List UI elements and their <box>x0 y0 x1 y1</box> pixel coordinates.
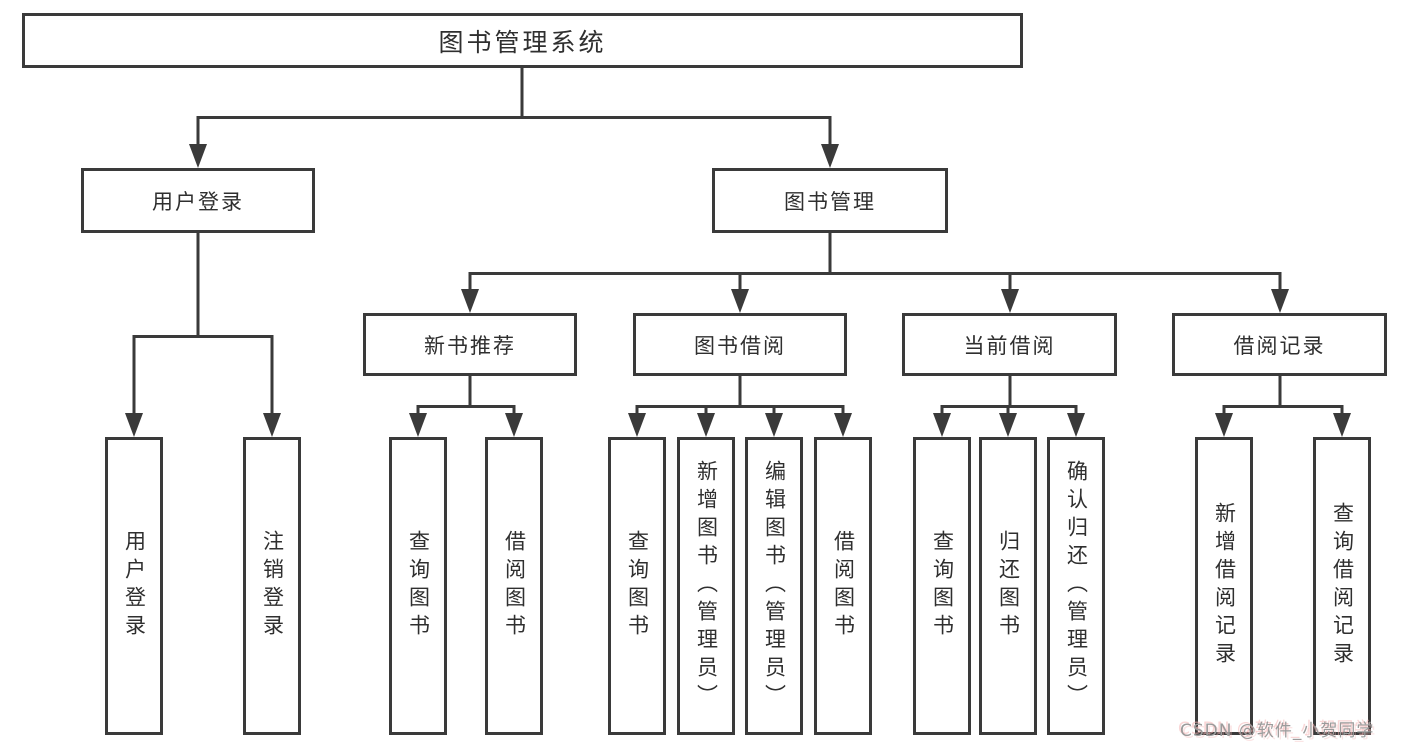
node-label: 查询借阅记录 <box>1330 502 1355 670</box>
leaf-query-book: 查询图书 <box>608 437 666 735</box>
arrowhead-icon <box>821 144 839 168</box>
node-label: 查询图书 <box>406 530 431 642</box>
arrowhead-icon <box>933 413 951 437</box>
edge-current-borrow-to-leaves <box>940 374 1078 418</box>
node-label: 确认归还（管理员） <box>1064 460 1089 712</box>
node-label: 图书管理 <box>784 189 876 214</box>
node-library-system: 图书管理系统 <box>22 13 1023 68</box>
leaf-add-borrow-record: 新增借阅记录 <box>1195 437 1253 735</box>
leaf-query-current-book: 查询图书 <box>913 437 971 735</box>
arrowhead-icon <box>461 289 479 313</box>
arrowhead-icon <box>1333 413 1351 437</box>
leaf-query-book-recommend: 查询图书 <box>389 437 447 735</box>
arrowhead-icon <box>1067 413 1085 437</box>
arrowhead-icon <box>409 413 427 437</box>
arrowhead-icon <box>189 144 207 168</box>
edge-borrow-record-to-leaves <box>1222 374 1344 418</box>
node-label: 查询图书 <box>625 530 650 642</box>
node-new-book-recommend: 新书推荐 <box>363 313 577 376</box>
leaf-borrow-book-recommend: 借阅图书 <box>485 437 543 735</box>
arrowhead-icon <box>1215 413 1233 437</box>
node-label: 新增图书（管理员） <box>694 460 719 712</box>
edge-book-mgmt-to-level3 <box>468 231 1282 295</box>
node-label: 当前借阅 <box>963 333 1056 358</box>
arrowhead-icon <box>731 289 749 313</box>
arrowhead-icon <box>765 413 783 437</box>
leaf-borrow-book: 借阅图书 <box>814 437 872 735</box>
arrowhead-icon <box>697 413 715 437</box>
node-book-borrow: 图书借阅 <box>633 313 847 376</box>
node-label: 图书借阅 <box>694 333 786 358</box>
node-user-login: 用户登录 <box>81 168 315 233</box>
edge-new-book-to-leaves <box>416 374 516 418</box>
node-label: 注销登录 <box>260 530 285 642</box>
node-borrow-records: 借阅记录 <box>1172 313 1387 376</box>
leaf-confirm-return-admin: 确认归还（管理员） <box>1047 437 1105 735</box>
arrowhead-icon <box>834 413 852 437</box>
arrowhead-icon <box>263 413 281 437</box>
node-label: 归还图书 <box>996 530 1021 642</box>
node-label: 编辑图书（管理员） <box>762 460 787 712</box>
arrowhead-icon <box>628 413 646 437</box>
arrowhead-icon <box>505 413 523 437</box>
arrowhead-icon <box>1001 289 1019 313</box>
node-label: 查询图书 <box>930 530 955 642</box>
node-label: 借阅图书 <box>831 530 856 642</box>
arrowhead-icon <box>1271 289 1289 313</box>
edge-book-borrow-to-leaves <box>635 374 845 418</box>
leaf-return-book: 归还图书 <box>979 437 1037 735</box>
leaf-add-book-admin: 新增图书（管理员） <box>677 437 735 735</box>
edge-user-login-to-leaves <box>132 231 274 418</box>
node-label: 借阅记录 <box>1233 333 1326 358</box>
arrowhead-icon <box>999 413 1017 437</box>
node-label: 图书管理系统 <box>438 27 607 57</box>
node-label: 用户登录 <box>122 530 147 642</box>
node-current-borrow: 当前借阅 <box>902 313 1117 376</box>
node-label: 用户登录 <box>152 189 244 214</box>
node-label: 新增借阅记录 <box>1212 502 1237 670</box>
edge-root-to-level2 <box>196 66 832 150</box>
node-book-management: 图书管理 <box>712 168 948 233</box>
arrowhead-icon <box>125 413 143 437</box>
node-label: 借阅图书 <box>502 530 527 642</box>
leaf-logout: 注销登录 <box>243 437 301 735</box>
leaf-query-borrow-record: 查询借阅记录 <box>1313 437 1371 735</box>
leaf-user-login: 用户登录 <box>105 437 163 735</box>
leaf-edit-book-admin: 编辑图书（管理员） <box>745 437 803 735</box>
node-label: 新书推荐 <box>424 333 516 358</box>
csdn-watermark: CSDN @软件_小贺同学 <box>1180 721 1375 741</box>
